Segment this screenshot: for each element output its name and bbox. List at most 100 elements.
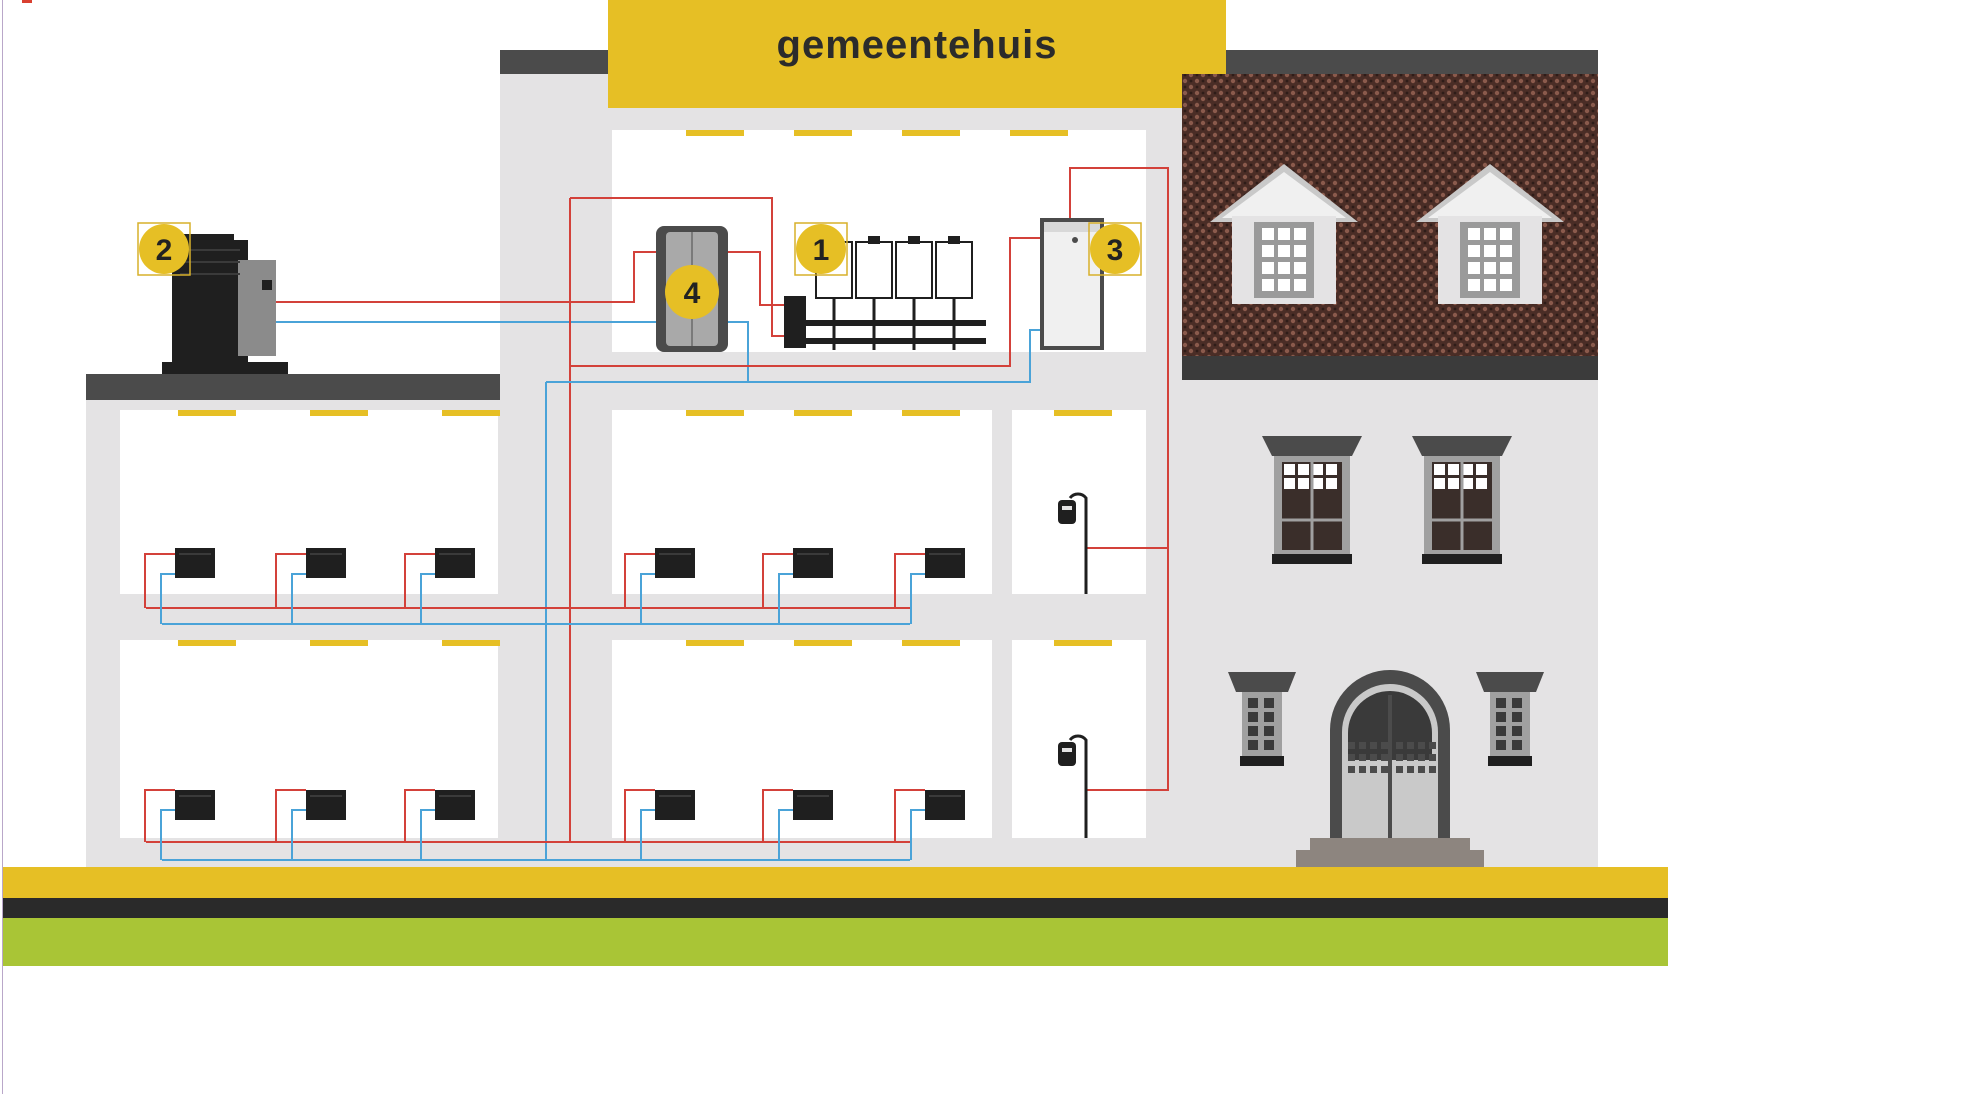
central-room-lower-b	[1012, 640, 1146, 838]
ceiling-light	[686, 130, 744, 136]
radiator-feed	[404, 789, 435, 842]
title-banner: gemeentehuis	[608, 0, 1226, 108]
supply-pipe	[570, 237, 1040, 367]
radiator-return	[778, 809, 793, 860]
outdoor-heat-pump-icon	[162, 234, 288, 374]
radiator-icon	[306, 790, 346, 820]
radiator-icon	[175, 790, 215, 820]
marker-1-label: 1	[813, 234, 830, 267]
radiator-feed	[624, 789, 655, 842]
marker-3: 3	[1088, 222, 1142, 276]
radiator-return	[160, 809, 175, 860]
radiator-return	[640, 809, 655, 860]
ceiling-light	[442, 640, 500, 646]
ceiling-light	[902, 640, 960, 646]
window-icon	[1412, 436, 1512, 564]
building-title: gemeentehuis	[777, 23, 1058, 67]
radiator-icon	[306, 548, 346, 578]
radiator-icon	[655, 548, 695, 578]
dormers	[1210, 164, 1564, 304]
wall-lamps	[1058, 492, 1088, 838]
radiator-feed	[894, 789, 925, 842]
supply-pipe	[1069, 167, 1169, 791]
historic-wing	[1182, 50, 1598, 867]
ceiling-light	[310, 410, 368, 416]
radiator-feed	[762, 789, 793, 842]
ceiling-light	[1054, 640, 1112, 646]
marker-4-label: 4	[684, 277, 701, 310]
title-banner-bg	[608, 0, 1226, 108]
dormer-window-icon	[1416, 164, 1564, 304]
dormer-window-icon	[1210, 164, 1358, 304]
marker-3-label: 3	[1107, 234, 1124, 267]
window-icon	[1476, 672, 1544, 766]
ceiling-light	[902, 410, 960, 416]
radiator-icon	[655, 790, 695, 820]
radiator-feed	[404, 553, 435, 608]
radiator-feed	[275, 789, 306, 842]
radiator-return	[640, 573, 655, 624]
ceiling-light	[794, 640, 852, 646]
radiator-return	[420, 573, 435, 624]
radiator-icon	[435, 790, 475, 820]
ceiling-light	[686, 640, 744, 646]
ceiling-light	[794, 410, 852, 416]
marker-2-label: 2	[156, 234, 173, 267]
supply-pipe	[728, 251, 790, 306]
radiator-feed	[275, 553, 306, 608]
corner-mark	[22, 0, 32, 3]
ceiling-light	[794, 130, 852, 136]
ceiling-light	[310, 640, 368, 646]
wall-lamp-icon	[1058, 492, 1088, 594]
radiator-feed	[894, 553, 925, 608]
ceiling-light	[686, 410, 744, 416]
pipe-network	[144, 167, 1169, 861]
ceiling-light	[1010, 130, 1068, 136]
ceiling-light	[178, 640, 236, 646]
radiator-icon	[925, 548, 965, 578]
pavement-strip	[2, 867, 1668, 898]
radiator-feed	[144, 553, 175, 608]
radiator-return	[420, 809, 435, 860]
ceiling-light	[902, 130, 960, 136]
return-pipe	[546, 329, 1040, 383]
radiator-icon	[175, 548, 215, 578]
central-roof-left	[500, 50, 610, 74]
road-strip	[2, 898, 1668, 918]
radiator-return	[160, 573, 175, 624]
ground	[2, 867, 1668, 966]
radiator-return	[291, 809, 306, 860]
window-icon	[1262, 436, 1362, 564]
radiator-feed	[624, 553, 655, 608]
marker-4: 4	[665, 265, 719, 319]
wall-lamp-icon	[1058, 734, 1088, 838]
grass-strip	[2, 918, 1668, 966]
radiator-return	[291, 573, 306, 624]
central-room-upper-b	[1012, 410, 1146, 594]
radiator-return	[910, 809, 925, 860]
radiator-feed	[762, 553, 793, 608]
left-border	[2, 0, 3, 1094]
radiator-return	[778, 573, 793, 624]
arched-door-icon	[1330, 670, 1450, 838]
ceiling-light	[178, 410, 236, 416]
radiator-feed	[144, 789, 175, 842]
marker-2: 2	[137, 222, 191, 276]
roof-gutter	[1182, 356, 1598, 380]
radiator-icon	[793, 548, 833, 578]
window-icon	[1228, 672, 1296, 766]
radiator-icon	[925, 790, 965, 820]
hot-water-cabinet-icon	[1040, 218, 1104, 350]
ceiling-lights	[178, 130, 1112, 646]
radiators	[175, 548, 965, 820]
entrance-steps	[1296, 838, 1484, 867]
left-wing-roof	[86, 374, 500, 400]
radiator-icon	[793, 790, 833, 820]
marker-1: 1	[794, 222, 848, 276]
radiator-icon	[435, 548, 475, 578]
historic-roof-cap	[1226, 50, 1598, 74]
ceiling-light	[1054, 410, 1112, 416]
central-wing	[500, 50, 1182, 867]
windows	[1228, 436, 1544, 766]
